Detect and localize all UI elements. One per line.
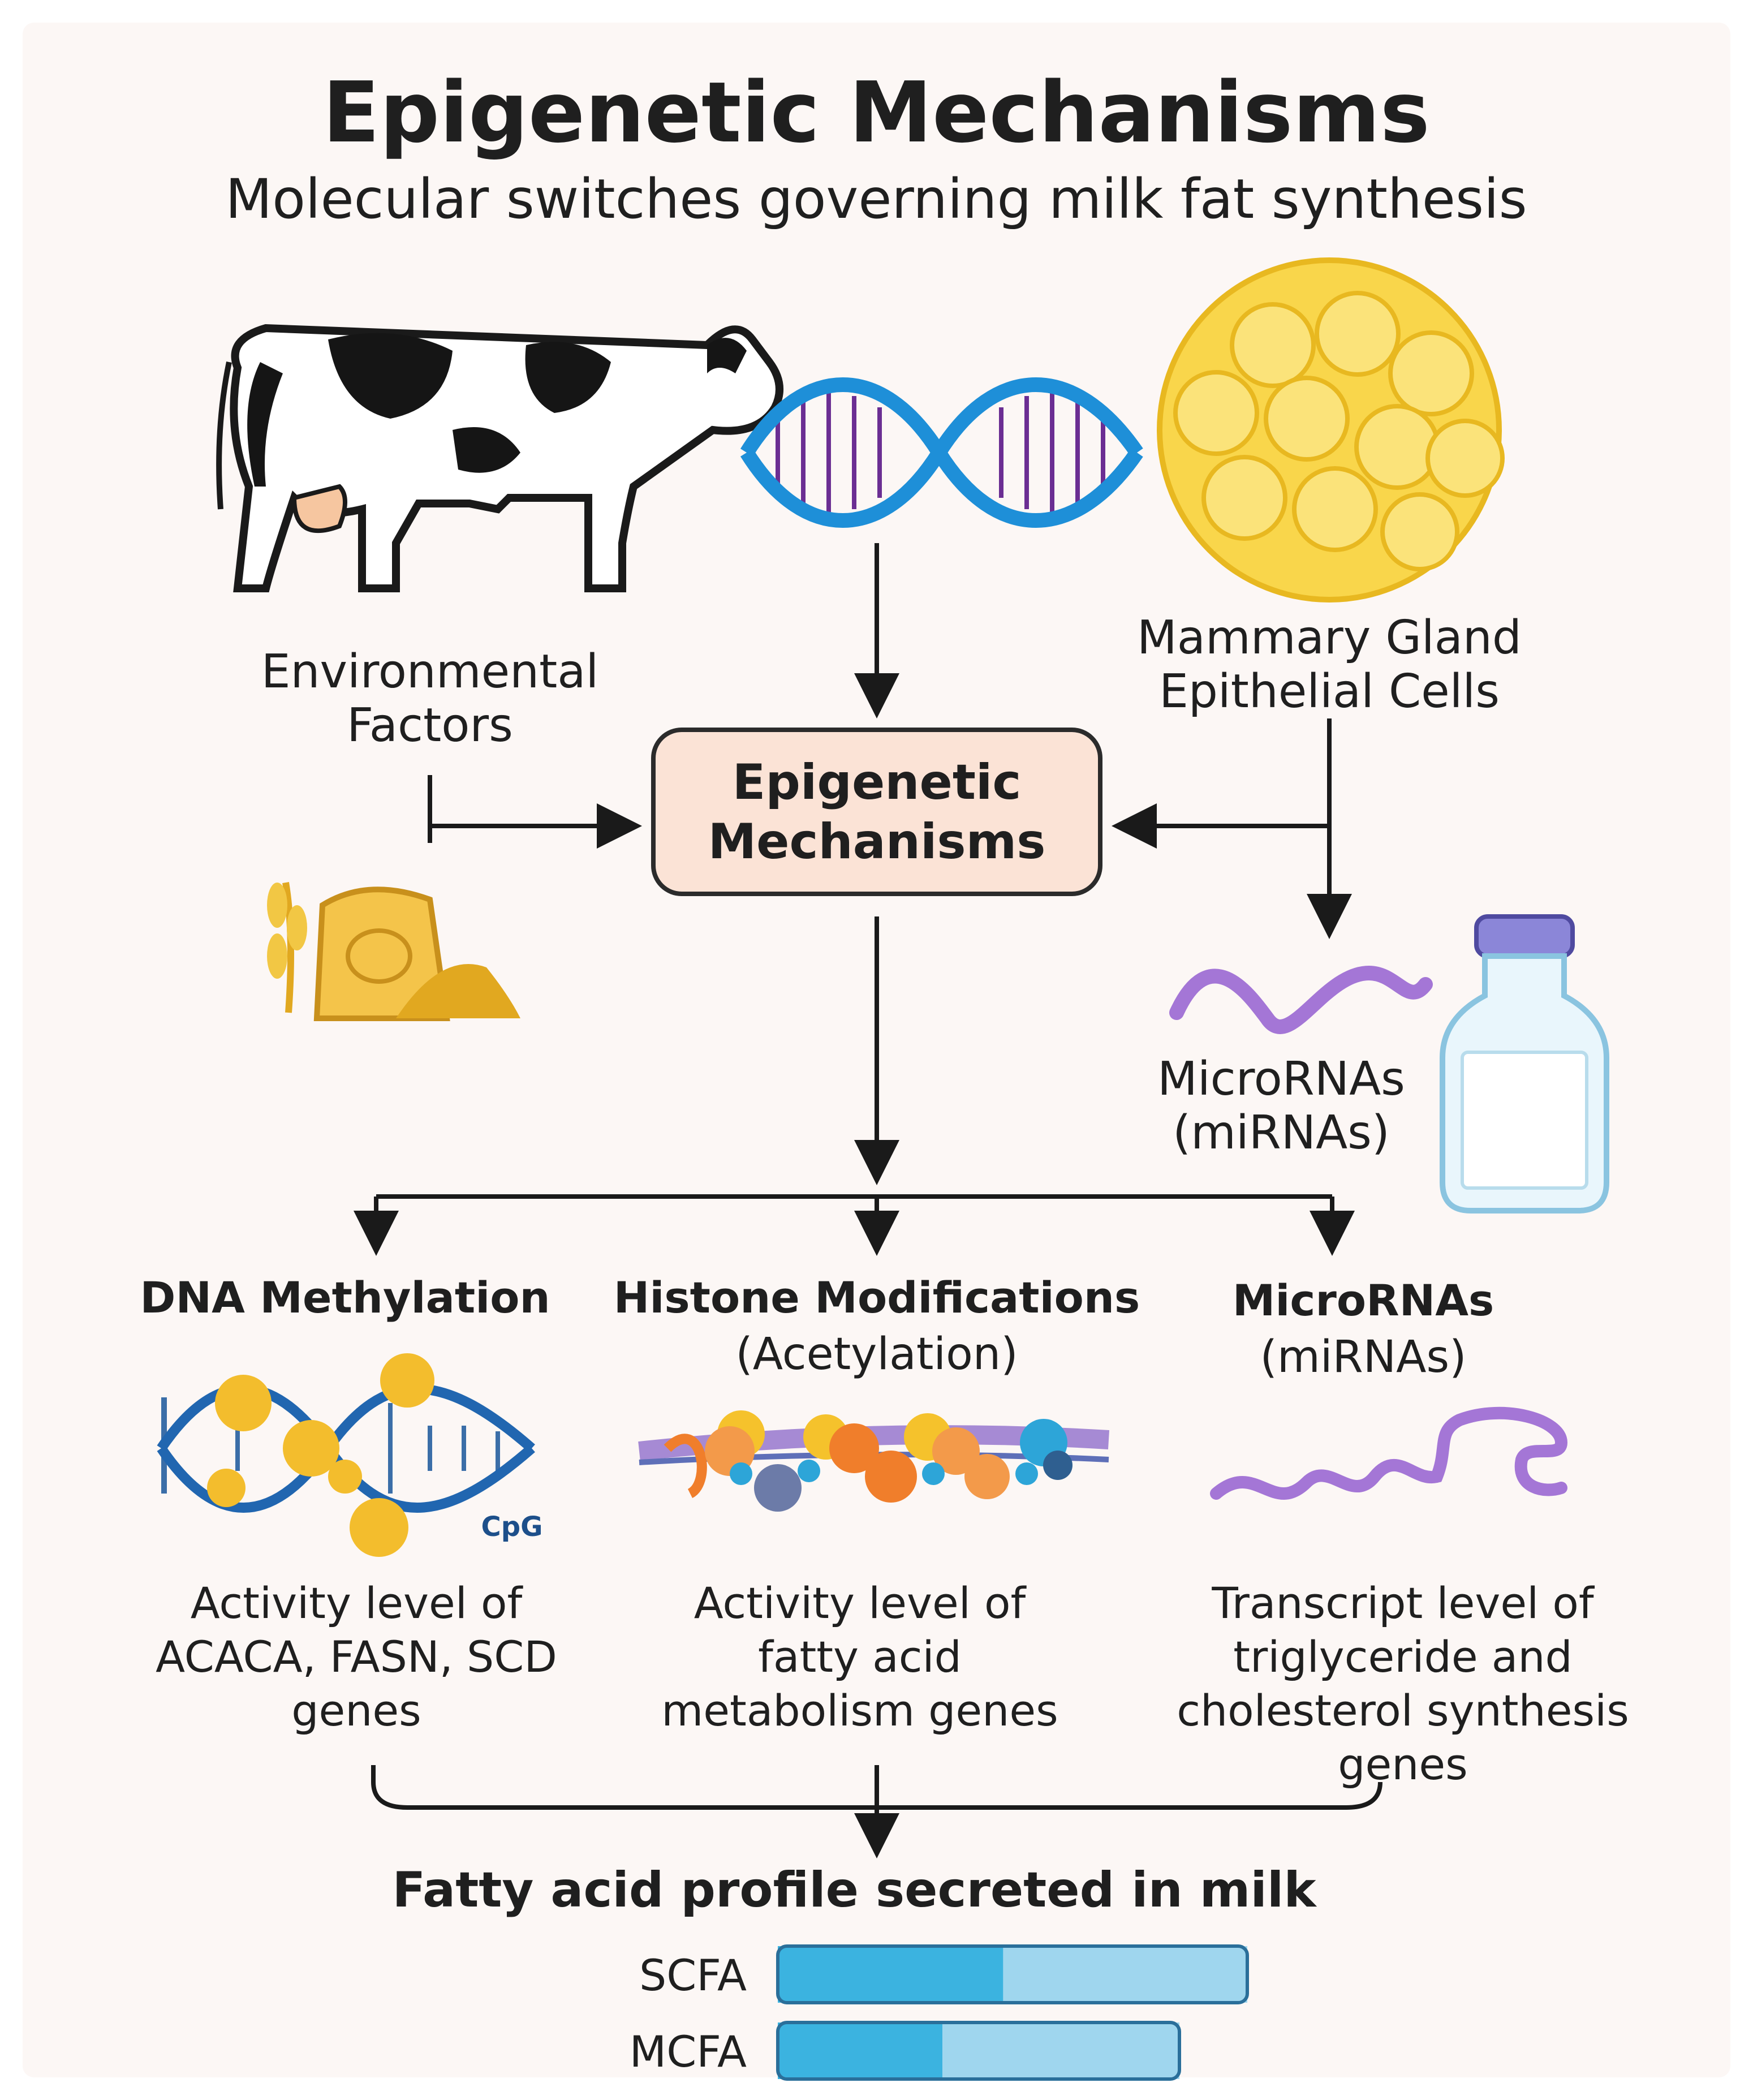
environment-label-line1: Environmental [261, 645, 599, 699]
result-label: Fatty acid profile secreted in milk [392, 1862, 1317, 1918]
column1-desc-line1: Activity level of [191, 1578, 524, 1628]
column2-desc-line3: metabolism genes [661, 1685, 1058, 1736]
mammary-label-line2: Epithelial Cells [1159, 665, 1500, 718]
feed-sack-icon [267, 882, 520, 1021]
diagram-title: Epigenetic Mechanisms [322, 64, 1430, 161]
bar-mcfa-segment-2 [942, 2022, 1179, 2079]
mammary-label-line1: Mammary Gland [1137, 611, 1522, 665]
center-box-line2: Mechanisms [708, 814, 1046, 870]
cpg-tag: CpG [481, 1511, 543, 1543]
column2-desc-line2: fatty acid [758, 1632, 962, 1682]
side-mirna-label-line2: (miRNAs) [1173, 1106, 1390, 1160]
bar-outline-mcfa [776, 2021, 1181, 2081]
milk-bottle-icon [1440, 914, 1609, 1213]
bar-outline-scfa [776, 1944, 1249, 2004]
column3-desc-line1: Transcript level of [1211, 1578, 1595, 1628]
column3-desc-line3: cholesterol synthesis [1177, 1685, 1629, 1736]
column3-heading: MicroRNAs [1233, 1275, 1494, 1326]
side-mirna-label-line1: MicroRNAs [1157, 1052, 1405, 1106]
fatty-acid-bars: SCFA MCFA [630, 1944, 1249, 2081]
cow-illustration [216, 324, 783, 592]
column2-heading: Histone Modifications [614, 1272, 1140, 1323]
bar-label-scfa: SCFA [639, 1950, 747, 2000]
dna-helix-icon [740, 377, 1143, 528]
bar-label-mcfa: MCFA [630, 2026, 747, 2077]
mammary-cells-icon [1157, 257, 1505, 603]
mirna-strand-icon [1169, 965, 1433, 1034]
bar-scfa-segment-1 [778, 1946, 1003, 2003]
column1-desc-line3: genes [291, 1685, 421, 1736]
mirna-hairpin-icon [1210, 1406, 1568, 1500]
diagram-subtitle: Molecular switches governing milk fat sy… [225, 167, 1527, 231]
column2-desc-line1: Activity level of [694, 1578, 1027, 1628]
center-box-line1: Epigenetic [733, 754, 1022, 811]
dna-methylation-icon: CpG [157, 1353, 543, 1557]
histone-acetylation-icon [638, 1410, 1110, 1512]
environment-label-line2: Factors [347, 699, 513, 752]
epigenetic-mechanisms-box [651, 728, 1102, 896]
column3-desc-line4: genes [1338, 1739, 1468, 1789]
column3-subheading: (miRNAs) [1260, 1332, 1466, 1383]
column3-desc-line2: triglyceride and [1233, 1632, 1573, 1682]
column1-heading: DNA Methylation [140, 1272, 550, 1323]
bar-mcfa-segment-1 [778, 2022, 943, 2079]
connector-lines [354, 543, 1382, 1858]
column2-subheading: (Acetylation) [735, 1329, 1018, 1380]
bar-scfa-segment-2 [1003, 1946, 1247, 2003]
column1-desc-line2: ACACA, FASN, SCD [156, 1632, 557, 1682]
